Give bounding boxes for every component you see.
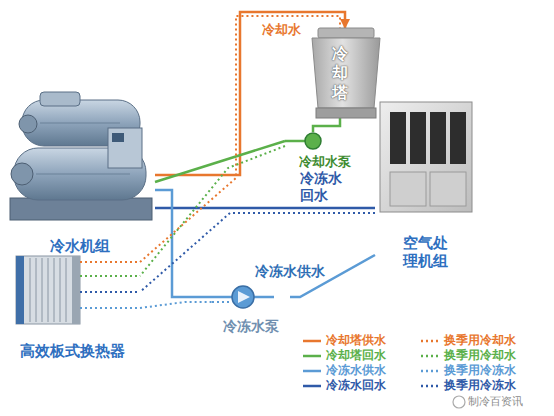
legend-text: 换季用冷冻水 — [444, 362, 516, 379]
air-handling-unit: 空气处 理机组 — [375, 98, 475, 270]
pipe-connector — [140, 302, 212, 308]
plate-heat-exchanger-drawing — [16, 256, 140, 324]
legend-line — [421, 384, 439, 387]
pipe-connector — [140, 16, 340, 262]
legend-line — [303, 339, 321, 342]
pipe-label: 冷冻水 回水 — [300, 170, 350, 204]
legend-line — [421, 369, 439, 372]
legend-entry: 换季用冷冻水 — [420, 362, 516, 379]
pipe-connector — [140, 213, 375, 292]
ahu-drawing — [380, 102, 472, 212]
chilled-water-pump: 冷冻水泵 — [212, 283, 290, 335]
pipe-connector — [155, 207, 375, 210]
legend-line-sample — [302, 336, 322, 346]
pipe-connector — [140, 146, 285, 276]
legend-text: 冷冻水回水 — [326, 377, 386, 394]
legend-entry: 冷冻水供水 — [302, 362, 386, 379]
legend-line-sample — [420, 381, 440, 391]
legend-text: 换季用冷却水 — [444, 347, 516, 364]
legend-line-sample — [302, 366, 322, 376]
legend-text: 冷却塔供水 — [326, 332, 386, 349]
legend-line — [303, 369, 321, 372]
watermark-icon — [453, 396, 465, 408]
legend-text: 冷冻水供水 — [326, 362, 386, 379]
cooling-tower: 冷 却 塔 — [305, 28, 375, 118]
legend-line-sample — [302, 351, 322, 361]
legend-line-sample — [420, 351, 440, 361]
pipe-label: 冷冻水供水 — [255, 263, 335, 280]
node-label: 高效板式换热器 — [5, 342, 140, 360]
legend-text: 换季用冷冻水 — [444, 377, 516, 394]
cooling-pump-drawing — [285, 133, 321, 149]
legend-entry: 换季用冷冻水 — [420, 377, 516, 394]
legend-line — [303, 354, 321, 357]
chilled-pump-drawing — [212, 286, 274, 308]
legend-entry: 换季用冷却水 — [420, 347, 516, 364]
legend-line-sample — [420, 366, 440, 376]
node-label: 冷冻水泵 — [212, 318, 290, 335]
chiller-drawing — [10, 92, 152, 220]
node-label: 冷却水泵 — [285, 154, 365, 170]
node-label: 冷水机组 — [15, 237, 145, 255]
legend-line — [303, 384, 321, 387]
node-label: 冷 却 塔 — [331, 44, 349, 102]
pipe-label: 冷却水 — [262, 22, 322, 38]
legend-text: 冷却塔回水 — [326, 347, 386, 364]
watermark: 制冷百资讯 — [468, 394, 523, 409]
chiller-unit: 冷水机组 — [5, 95, 155, 255]
legend-entry: 冷却塔回水 — [302, 347, 386, 364]
pipe-connector — [155, 141, 285, 182]
legend-line-sample — [420, 336, 440, 346]
legend-line — [421, 339, 439, 342]
legend-entry: 冷冻水回水 — [302, 377, 386, 394]
plate-heat-exchanger: 高效板式换热器 — [5, 255, 140, 360]
legend-line-sample — [302, 381, 322, 391]
pipe-connector — [155, 190, 212, 297]
pipe-connector — [313, 118, 340, 132]
cooling-tower-drawing — [312, 28, 380, 118]
legend-entry: 冷却塔供水 — [302, 332, 386, 349]
legend-entry: 换季用冷却水 — [420, 332, 516, 349]
legend-text: 换季用冷却水 — [444, 332, 516, 349]
node-label: 空气处 理机组 — [397, 234, 453, 270]
cooling-water-pump: 冷却水泵 — [285, 132, 365, 170]
legend-line — [421, 354, 439, 357]
